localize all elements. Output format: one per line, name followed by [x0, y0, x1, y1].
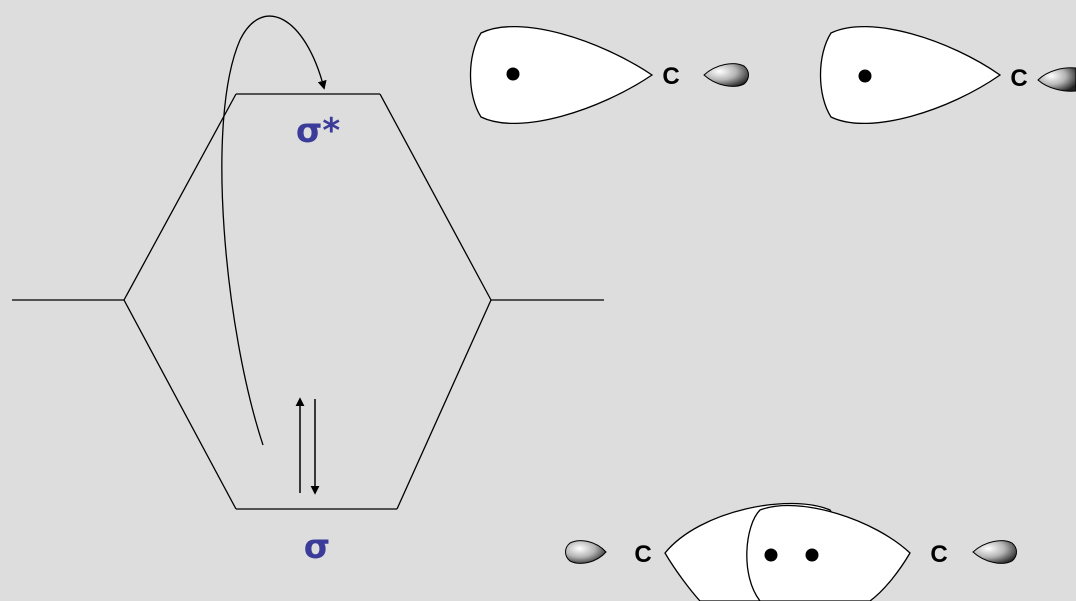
small-lobe — [1037, 67, 1076, 92]
electron-dot — [764, 548, 778, 562]
correlation-line — [123, 93, 237, 301]
carbon-label: C — [1010, 65, 1027, 92]
left-small-lobe — [565, 540, 607, 564]
top-left-orbital: C — [469, 25, 749, 125]
carbon-label: C — [930, 541, 947, 568]
correlation-line — [123, 299, 237, 510]
correlation-line — [396, 299, 492, 510]
electron-dot — [805, 548, 819, 562]
right-small-lobe — [972, 540, 1017, 564]
right-large-lobe — [746, 504, 911, 601]
top-right-orbital: C — [819, 25, 1076, 125]
antibonding-label: σ* — [296, 111, 340, 151]
carbon-label: C — [634, 541, 651, 568]
excitation-arrow — [221, 15, 327, 446]
electron-dot — [858, 69, 872, 83]
carbon-label: C — [662, 63, 679, 90]
electron-dot — [506, 67, 520, 81]
large-lobe — [469, 25, 654, 125]
large-lobe — [819, 25, 1002, 125]
small-lobe — [703, 63, 749, 87]
bottom-sigma-orbital: C C — [565, 502, 1017, 601]
bonding-label: σ — [304, 527, 330, 567]
correlation-line — [379, 93, 492, 301]
